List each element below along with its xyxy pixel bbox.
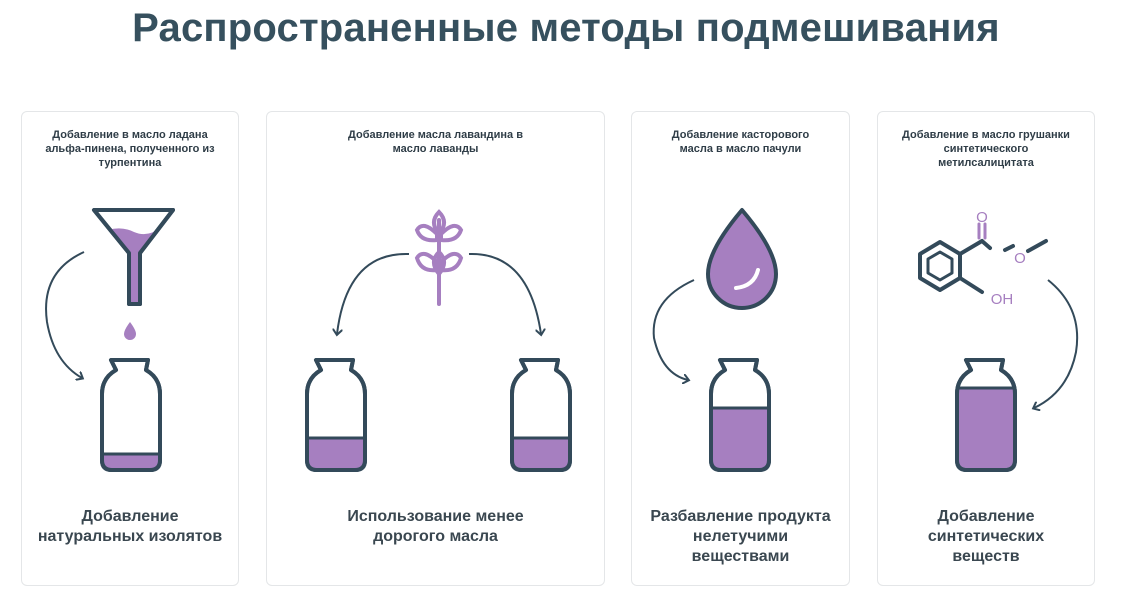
arrow-icon — [1034, 279, 1079, 408]
card-label: Разбавление продукта нелетучими вещества… — [650, 508, 831, 565]
bottle-icon — [305, 358, 367, 472]
lavender-icon — [414, 209, 464, 306]
arrow-icon — [45, 251, 85, 378]
bottle-icon — [709, 358, 771, 472]
card-illustration — [45, 208, 175, 472]
molecule-icon: O O OH — [918, 209, 1048, 308]
card-label: Использование менее дорогого масла — [347, 508, 524, 545]
funnel-icon — [92, 208, 175, 306]
card-illustration — [652, 208, 778, 472]
card-description: Добавление касторового масла в масло пач… — [671, 129, 810, 155]
card-description: Добавление в масло грушанки синтетическо… — [902, 129, 1070, 169]
ether-oxygen-label: O — [1014, 250, 1026, 267]
method-card-cheaper-oil: Добавление масла лавандина в масло лаван… — [266, 111, 605, 586]
card-description: Добавление масла лавандина в масло лаван… — [348, 129, 523, 155]
arrow-icon — [337, 252, 410, 334]
card-label: Добавление натуральных изолятов — [37, 508, 223, 545]
oxygen-label: O — [976, 209, 988, 226]
bottle-icon — [100, 358, 162, 472]
page-title: Распространенные методы подмешивания — [132, 6, 1000, 50]
arrow-icon — [468, 252, 541, 334]
bottle-icon — [510, 358, 572, 472]
card-illustration: O O OH — [918, 209, 1079, 472]
card-illustration — [305, 209, 572, 472]
hydroxyl-label: OH — [991, 291, 1014, 308]
bottle-icon — [955, 358, 1017, 472]
method-card-synthetic: Добавление в масло грушанки синтетическо… — [877, 111, 1095, 586]
oil-drop-icon — [124, 322, 136, 340]
method-card-natural-isolates: Добавление в масло ладана альфа-пинена, … — [21, 111, 239, 586]
card-label: Добавление синтетических веществ — [927, 508, 1045, 565]
oil-drop-icon — [706, 208, 778, 310]
method-card-dilution: Добавление касторового масла в масло пач… — [631, 111, 850, 586]
card-description: Добавление в масло ладана альфа-пинена, … — [45, 129, 215, 169]
arrow-icon — [652, 279, 695, 380]
